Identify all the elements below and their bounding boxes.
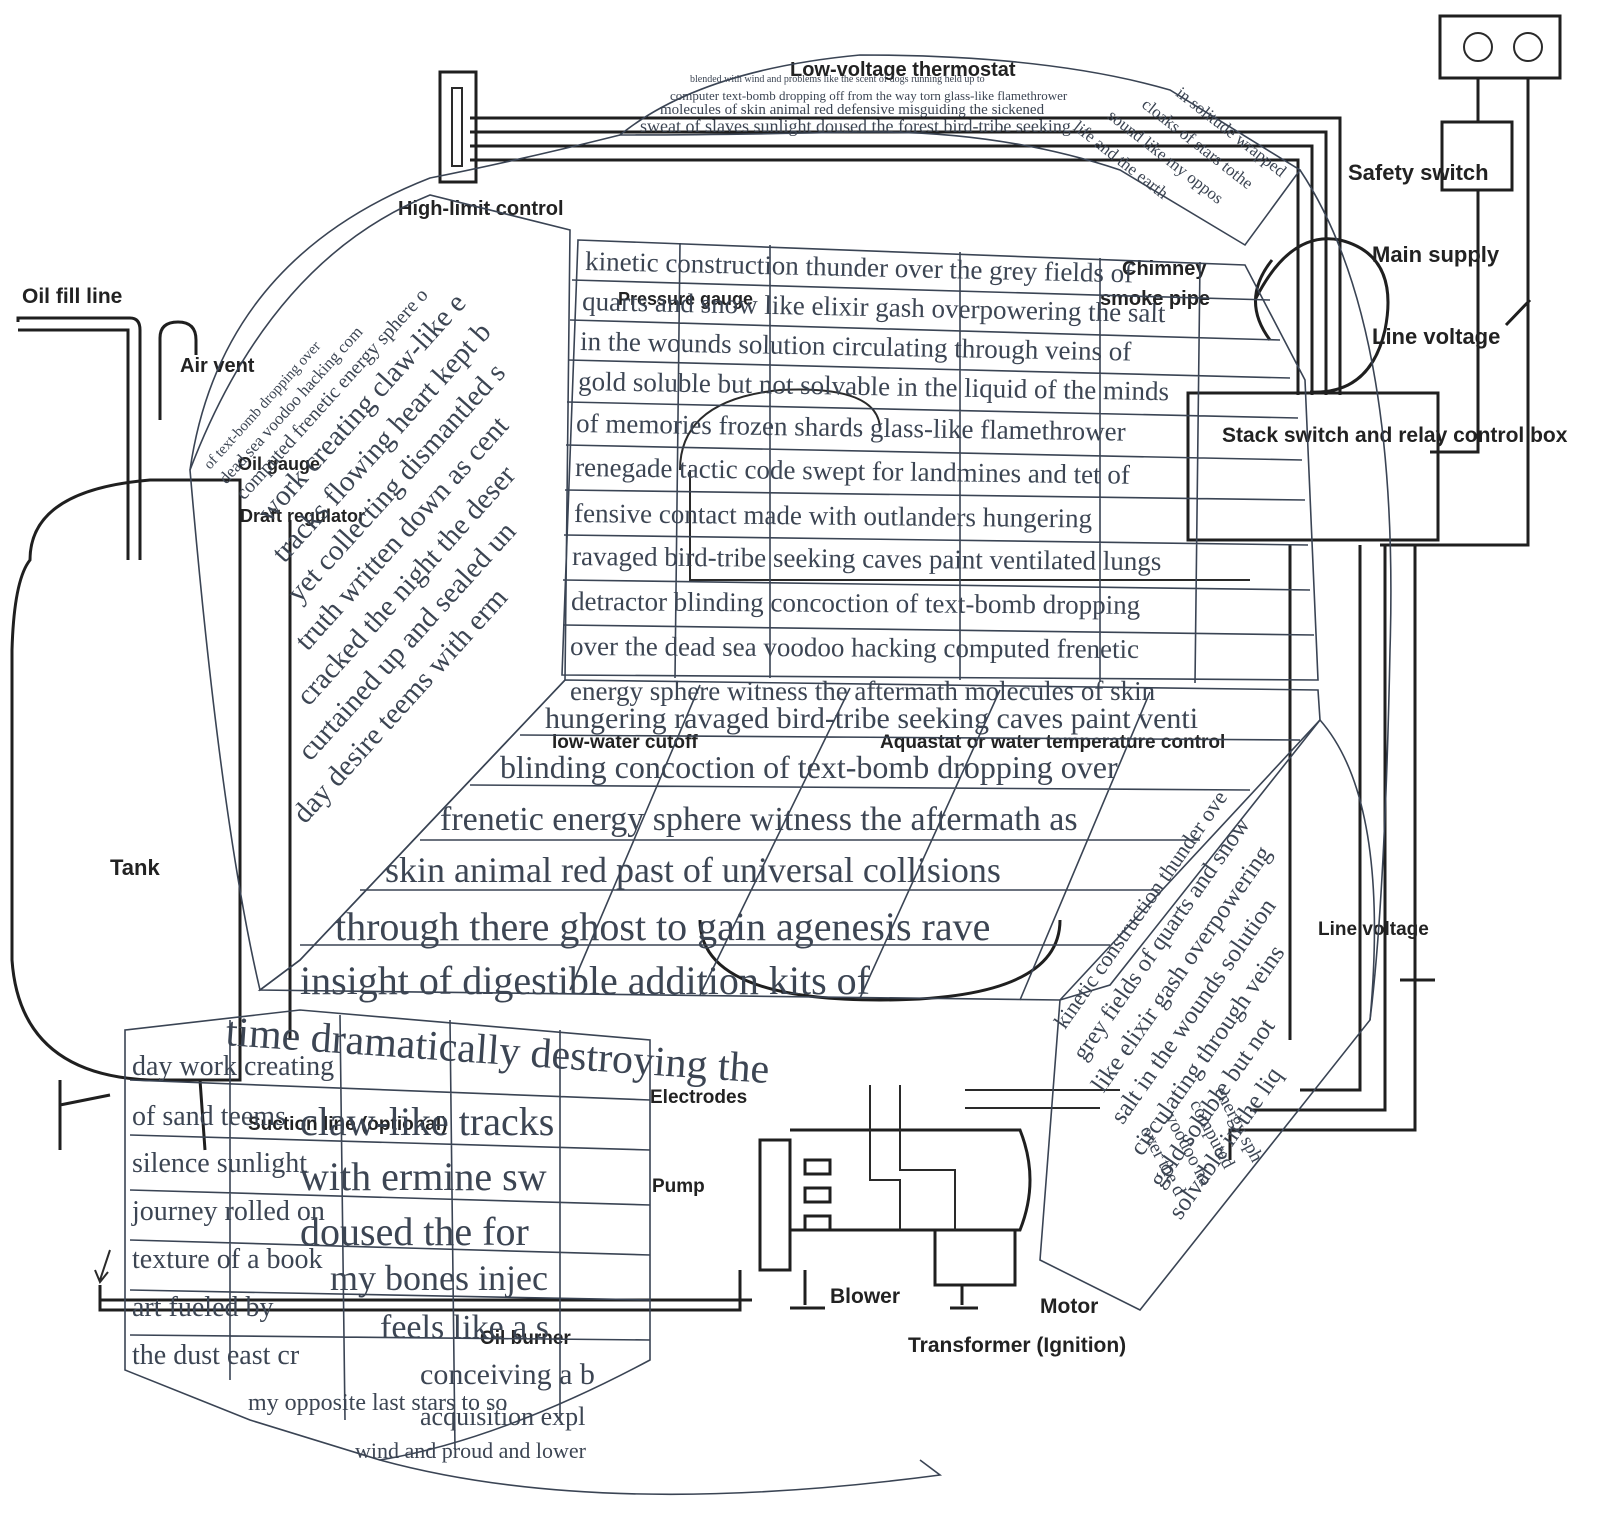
label-low-water: low-water cutoff [552, 732, 698, 753]
tank-outline [10, 478, 242, 1082]
air-vent-pipe [158, 320, 198, 420]
mb-line-6: insight of digestible addition kits of [300, 958, 871, 1003]
top-band-line-1: blended with wind and problems like the … [690, 74, 985, 85]
ll-line-16: wind and proud and lower [355, 1438, 587, 1463]
lower-left-frame [124, 1009, 651, 1461]
ll-line-11: art fueled by [132, 1292, 274, 1323]
cg-line-3: in the wounds solution circulating throu… [580, 326, 1132, 367]
supply-wires [1380, 78, 1532, 547]
label-line-voltage-2: Line voltage [1318, 919, 1429, 940]
label-pump: Pump [652, 1176, 705, 1197]
ll-line-1: day work creating [132, 1051, 334, 1082]
label-hightstat: High-limit control [398, 198, 564, 220]
ll-line-3: of sand teems [132, 1101, 286, 1132]
ll-line-9: texture of a book [132, 1244, 323, 1275]
label-oil-gauge: Oil gauge [238, 454, 320, 474]
cg-line-2: quarts and snow like elixir gash overpow… [582, 286, 1166, 328]
electrode-wires [869, 1085, 1120, 1230]
pump-slot-2 [803, 1186, 832, 1204]
label-line-voltage: Line voltage [1372, 324, 1500, 349]
fuse-box [1438, 14, 1562, 80]
sphere-arc-right [1299, 169, 1392, 1021]
ll-line-10: feels like a s [380, 1309, 549, 1346]
label-smoke-pipe: smoke pipe [1100, 288, 1210, 310]
cg-line-9: detractor blinding concoction of text-bo… [571, 586, 1140, 620]
cg-line-8: ravaged bird-tribe seeking caves paint v… [572, 541, 1162, 576]
oil-fill-pipe [16, 316, 142, 560]
label-safety-switch: Safety switch [1348, 160, 1489, 185]
mb-line-1: hungering ravaged bird-tribe seeking cav… [545, 702, 1198, 735]
sphere-arc-bottom [379, 1459, 943, 1496]
top-right-band-text: in solitude wrapped cloaks of stars toth… [1070, 83, 1290, 208]
label-tank: Tank [110, 855, 160, 880]
center-grid-frame [561, 239, 1319, 681]
fuse-left [1463, 32, 1493, 62]
label-pressure: Pressure gauge [618, 289, 753, 309]
sphere-arc-top-left [189, 134, 621, 471]
mb-line-5: through there ghost to gain agenesis rav… [335, 904, 990, 949]
boiler-chamber [679, 388, 1250, 581]
ll-line-2: claw-like tracks [300, 1099, 554, 1144]
tank-legs [58, 1079, 207, 1151]
arrow-down-left [94, 1249, 111, 1284]
plumbing-lines [10, 14, 1562, 1312]
ll-line-14: acquisition expl [420, 1402, 585, 1431]
cg-line-6: renegade tactic code swept for landmines… [575, 452, 1130, 490]
cg-line-10: over the dead sea voodoo hacking compute… [570, 631, 1139, 664]
ll-line-6: doused the for [300, 1209, 529, 1254]
thermostat-wire [470, 116, 1342, 395]
ll-line-4: with ermine sw [300, 1154, 547, 1199]
transformer-box [933, 1228, 1017, 1287]
label-blower: Blower [830, 1285, 900, 1308]
pump-slot-3 [803, 1214, 832, 1232]
diagram-labels: Low-voltage thermostat High-limit contro… [22, 59, 1568, 1357]
burner-stand [790, 1270, 978, 1310]
label-thermostat: Low-voltage thermostat [790, 59, 1016, 81]
fuse-right [1513, 32, 1543, 62]
cg-line-5: of memories frozen shards glass-like fla… [576, 408, 1126, 447]
center-grid-lines [562, 242, 1315, 684]
ll-line-5: silence sunlight [132, 1148, 307, 1179]
ll-line-13: the dust east cr [132, 1340, 300, 1371]
lower-left-lines [129, 1014, 651, 1451]
ll-line-12: conceiving a b [420, 1358, 595, 1391]
label-main-supply: Main supply [1372, 242, 1500, 267]
mb-line-4: skin animal red past of universal collis… [385, 850, 1001, 890]
label-motor: Motor [1040, 1295, 1098, 1318]
boiler-shell [288, 520, 1292, 1040]
mb-line-2: blinding concoction of text-bomb droppin… [500, 749, 1118, 785]
label-damper: Draft regulator [240, 506, 365, 526]
burner-housing [758, 1128, 1032, 1272]
middle-band-frame [257, 679, 1321, 1001]
lower-left-text: day work creating claw-like tracks of sa… [131, 1051, 595, 1463]
label-oil-fill: Oil fill line [22, 285, 122, 308]
top-band-frame [617, 54, 1302, 247]
label-suction-line: Suction line (optional) [248, 1114, 447, 1135]
center-grid-text: kinetic construction thunder over the gr… [570, 246, 1169, 706]
label-stack-switch: Stack switch and relay control box [1222, 424, 1568, 447]
text-sphere-overlay: blended with wind and problems like the … [124, 54, 1392, 1496]
top-band-text: blended with wind and problems like the … [640, 74, 1071, 136]
mb-line-3: frenetic energy sphere witness the after… [440, 801, 1078, 838]
thermostat-body [438, 70, 478, 184]
stack-switch-box [1186, 391, 1440, 542]
top-band-line-4: sweat of slaves sunlight doused the fore… [640, 116, 1071, 136]
ll-line-8: my bones injec [330, 1258, 548, 1298]
smoke-pipe [1253, 237, 1390, 394]
cg-line-7: fensive contact made with outlanders hun… [574, 498, 1092, 533]
ll-line-7: journey rolled on [131, 1196, 325, 1227]
thermostat-dial [451, 87, 463, 167]
ll-line-15: my opposite last stars to so [248, 1390, 507, 1416]
label-transformer: Transformer (Ignition) [908, 1334, 1126, 1357]
pump-slot-1 [803, 1158, 832, 1176]
label-electrodes: Electrodes [650, 1087, 747, 1108]
right-wires [1228, 545, 1435, 1160]
top-band-line-3: molecules of skin animal red defensive m… [660, 102, 1045, 118]
top-band-line-2: computer text-bomb dropping off from the… [670, 88, 1068, 103]
middle-band-lines [300, 684, 1301, 1001]
